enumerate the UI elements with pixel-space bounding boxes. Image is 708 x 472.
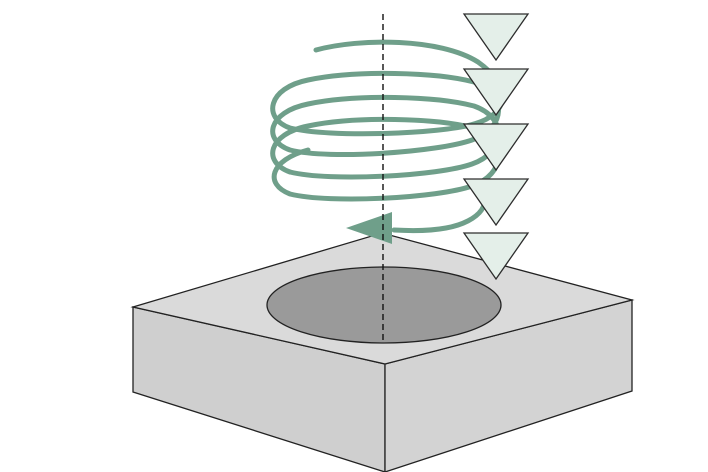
rotation-arrow-icon <box>346 212 392 244</box>
bore-hole <box>266 266 502 344</box>
step-marker-1 <box>462 13 530 62</box>
step-marker-2 <box>462 68 530 117</box>
step-marker-5 <box>462 232 530 281</box>
step-marker-3 <box>462 123 530 172</box>
step-marker-4 <box>462 178 530 227</box>
step-markers <box>462 13 530 281</box>
